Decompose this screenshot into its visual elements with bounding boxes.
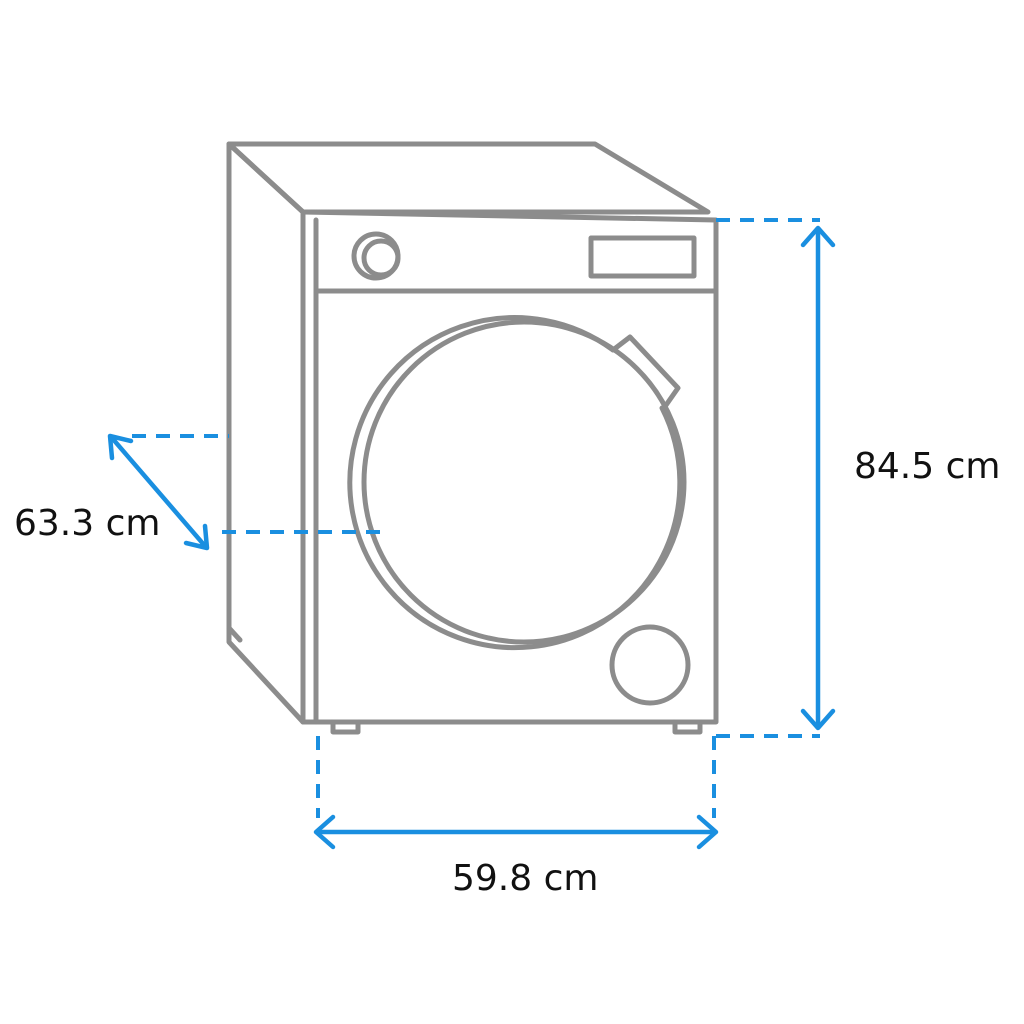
height-arrow-head-top: [800, 225, 836, 248]
height-arrow-head-bottom: [800, 708, 836, 731]
width-dimension: 59.8 cm: [313, 736, 719, 899]
depth-arrow-head-back: [107, 433, 134, 461]
depth-arrow-line: [109, 435, 208, 549]
side-panel: [226, 141, 306, 725]
display-panel: [588, 235, 697, 279]
height-dimension: 84.5 cm: [716, 218, 1000, 738]
dryer-outline: [226, 141, 719, 735]
filter-cap: [609, 624, 691, 706]
depth-arrow-head-front: [183, 523, 210, 551]
control-knob: [351, 231, 401, 281]
width-arrow-head-right: [696, 814, 719, 850]
front-foot-right: [672, 719, 703, 735]
depth-label: 63.3 cm: [14, 503, 160, 544]
front-panel: [300, 209, 719, 725]
width-arrow-head-left: [313, 814, 336, 850]
top-panel: [226, 141, 711, 215]
door-handle: [610, 334, 681, 411]
door: [347, 315, 687, 651]
front-foot-left: [330, 719, 361, 735]
door-glass: [361, 319, 687, 645]
side-foot: [226, 625, 243, 643]
door-outer-ring: [347, 315, 683, 651]
depth-dimension: 63.3 cm: [14, 433, 386, 551]
width-label: 59.8 cm: [452, 858, 598, 899]
height-label: 84.5 cm: [854, 446, 1000, 487]
